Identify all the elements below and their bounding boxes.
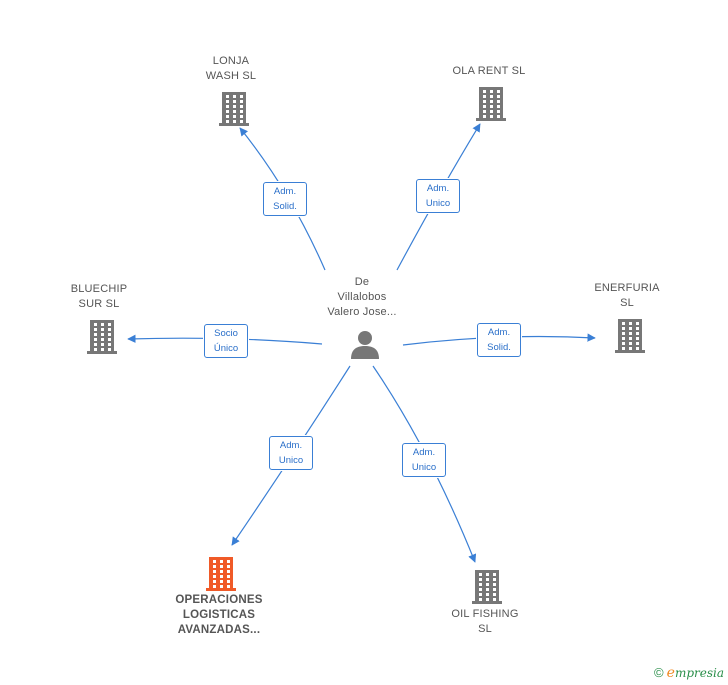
relation-label-oilfishing[interactable]: Adm. Unico xyxy=(402,443,446,477)
relation-lonja-line-2: Solid. xyxy=(273,201,297,212)
company-operaciones-name[interactable]: OPERACIONES LOGISTICAS AVANZADAS... xyxy=(154,593,284,638)
relation-enerfuria-line-1: Adm. xyxy=(487,327,511,338)
company-lonja-name[interactable]: LONJA WASH SL xyxy=(181,54,281,84)
building-icon[interactable] xyxy=(218,90,250,131)
relation-ola-line-2: Unico xyxy=(425,198,451,209)
relation-lonja-line-1: Adm. xyxy=(273,186,297,197)
company-lonja-line-2: WASH SL xyxy=(205,70,257,82)
building-icon[interactable] xyxy=(205,555,237,596)
relation-operaciones-line-2: Unico xyxy=(278,455,304,466)
company-operaciones-line-1: OPERACIONES xyxy=(175,594,263,606)
brand-logo-text: mpresia xyxy=(674,666,724,680)
company-bluechip-line-2: SUR SL xyxy=(78,298,120,310)
center-name-line-1: De xyxy=(354,276,370,288)
copyright-icon: © xyxy=(654,665,664,680)
building-icon[interactable] xyxy=(475,85,507,126)
building-icon[interactable] xyxy=(86,318,118,359)
relation-enerfuria-line-2: Solid. xyxy=(487,342,511,353)
company-enerfuria-line-2: SL xyxy=(620,297,634,309)
company-operaciones-line-2: LOGISTICAS xyxy=(182,609,256,621)
building-icon[interactable] xyxy=(471,568,503,609)
relation-label-lonja[interactable]: Adm. Solid. xyxy=(263,182,307,216)
company-bluechip-name[interactable]: BLUECHIP SUR SL xyxy=(49,282,149,312)
relation-label-bluechip[interactable]: Socio Único xyxy=(204,324,248,358)
company-bluechip-line-1: BLUECHIP xyxy=(70,283,128,295)
footer-brand[interactable]: ©empresia xyxy=(654,665,724,681)
relation-label-enerfuria[interactable]: Adm. Solid. xyxy=(477,323,521,357)
relation-operaciones-line-1: Adm. xyxy=(279,440,303,451)
relation-label-operaciones[interactable]: Adm. Unico xyxy=(269,436,313,470)
person-icon[interactable] xyxy=(349,329,381,359)
center-person-name[interactable]: De Villalobos Valero Jose... xyxy=(302,275,422,320)
company-oilfishing-line-2: SL xyxy=(478,623,492,635)
company-operaciones-line-3: AVANZADAS... xyxy=(177,624,261,636)
building-icon[interactable] xyxy=(614,317,646,358)
company-ola-name[interactable]: OLA RENT SL xyxy=(429,64,549,79)
relation-bluechip-line-1: Socio xyxy=(214,328,238,339)
company-enerfuria-line-1: ENERFURIA xyxy=(594,282,660,294)
company-oilfishing-name[interactable]: OIL FISHING SL xyxy=(435,607,535,637)
company-ola-line-1: OLA RENT SL xyxy=(452,65,526,77)
relation-ola-line-1: Adm. xyxy=(426,183,450,194)
center-name-line-3: Valero Jose... xyxy=(327,306,397,318)
center-name-line-2: Villalobos xyxy=(337,291,387,303)
relation-oilfishing-line-1: Adm. xyxy=(412,447,436,458)
company-oilfishing-line-1: OIL FISHING xyxy=(451,608,519,620)
relation-label-ola[interactable]: Adm. Unico xyxy=(416,179,460,213)
brand-logo-e: e xyxy=(666,665,675,681)
relation-bluechip-line-2: Único xyxy=(213,343,239,354)
company-enerfuria-name[interactable]: ENERFURIA SL xyxy=(577,281,677,311)
company-lonja-line-1: LONJA xyxy=(212,55,250,67)
relation-oilfishing-line-2: Unico xyxy=(411,462,437,473)
